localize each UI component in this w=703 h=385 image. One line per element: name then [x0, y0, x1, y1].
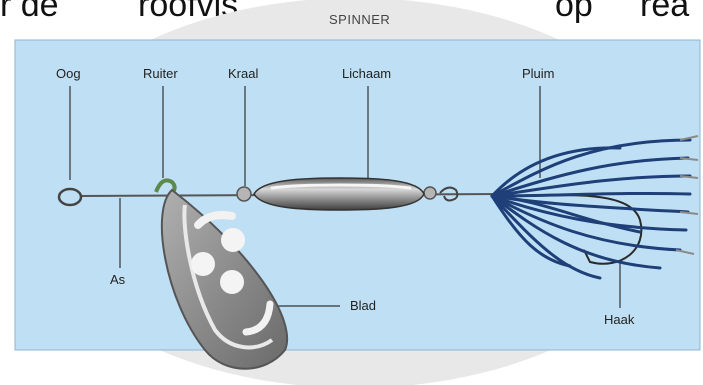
label-lichaam: Lichaam — [342, 66, 391, 81]
label-haak: Haak — [604, 312, 634, 327]
label-kraal: Kraal — [228, 66, 258, 81]
body — [254, 178, 424, 210]
label-as: As — [110, 272, 125, 287]
label-ruiter: Ruiter — [143, 66, 178, 81]
label-oog: Oog — [56, 66, 81, 81]
label-pluim: Pluim — [522, 66, 555, 81]
bead-front — [237, 187, 251, 201]
diagram-title: SPINNER — [329, 12, 390, 27]
label-blad: Blad — [350, 298, 376, 313]
bead-rear — [424, 187, 436, 199]
